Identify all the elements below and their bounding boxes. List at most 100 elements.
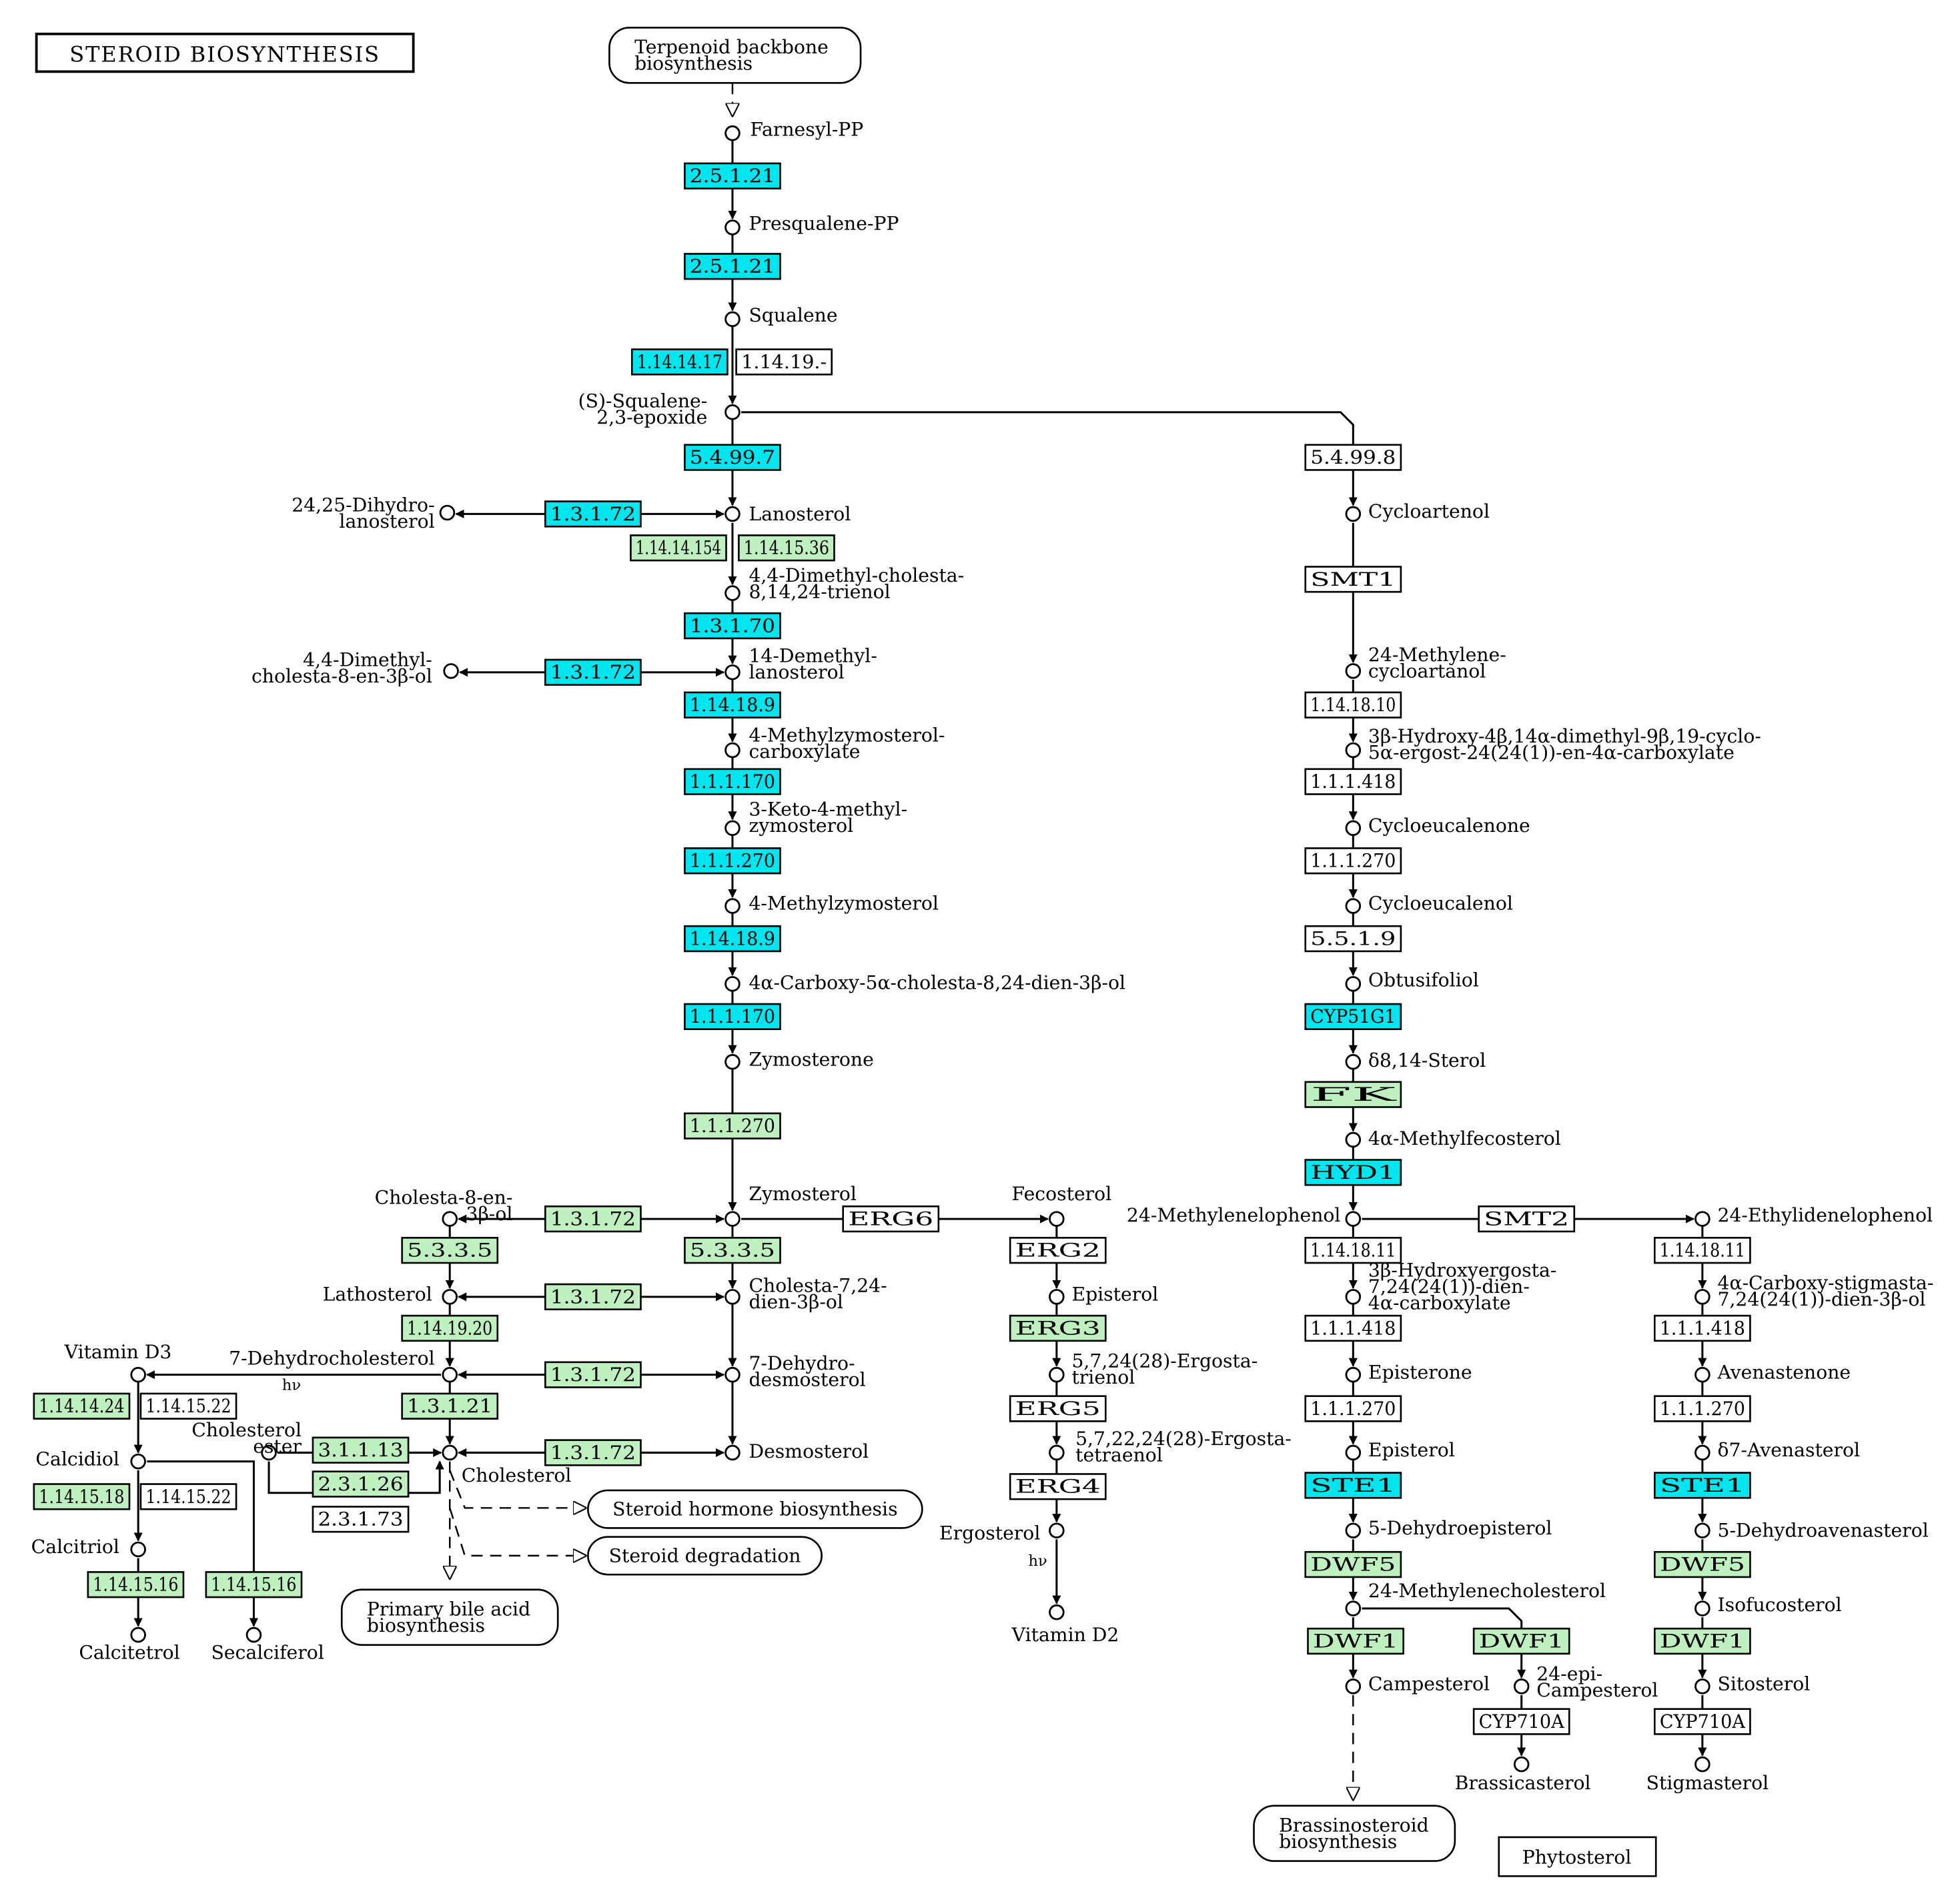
compound-node-icon[interactable] bbox=[1345, 506, 1362, 522]
enzyme-box[interactable] bbox=[1304, 847, 1402, 875]
compound-c41[interactable] bbox=[1345, 1053, 1362, 1070]
enzyme-box[interactable] bbox=[1304, 1237, 1402, 1264]
compound-node-icon[interactable] bbox=[1345, 1366, 1362, 1383]
compound-c43[interactable] bbox=[1345, 1211, 1362, 1227]
compound-node-icon[interactable] bbox=[443, 663, 459, 679]
enzyme-box[interactable] bbox=[842, 1205, 940, 1233]
compound-node-icon[interactable] bbox=[1345, 1289, 1362, 1305]
compound-c12[interactable] bbox=[724, 898, 741, 914]
enzyme-e23[interactable]: 1.3.1.21 bbox=[401, 1392, 499, 1420]
enzyme-e62[interactable]: DWF1 bbox=[1653, 1627, 1751, 1655]
enzyme-e60[interactable]: STE1 bbox=[1653, 1472, 1751, 1499]
enzyme-e47[interactable]: HYD1 bbox=[1304, 1159, 1402, 1186]
compound-node-icon[interactable] bbox=[1345, 1444, 1362, 1461]
compound-c39[interactable] bbox=[1345, 898, 1362, 914]
enzyme-e39[interactable]: 5.4.99.8 bbox=[1304, 444, 1402, 471]
compound-c31[interactable] bbox=[1049, 1366, 1065, 1383]
enzyme-e51[interactable]: 1.1.1.270 bbox=[1304, 1395, 1402, 1422]
compound-node-icon[interactable] bbox=[442, 1211, 458, 1227]
enzyme-e56[interactable]: CYP710A bbox=[1472, 1708, 1570, 1735]
compound-c37[interactable] bbox=[1345, 742, 1362, 759]
compound-c15[interactable] bbox=[724, 1211, 741, 1227]
compound-c24[interactable] bbox=[130, 1366, 146, 1383]
compound-node-icon[interactable] bbox=[1049, 1604, 1065, 1620]
compound-node-icon[interactable] bbox=[724, 125, 741, 141]
compound-c7[interactable] bbox=[724, 585, 741, 601]
enzyme-e42[interactable]: 1.1.1.418 bbox=[1304, 768, 1402, 795]
enzyme-e14[interactable]: 1.14.18.9 bbox=[684, 925, 781, 953]
compound-node-icon[interactable] bbox=[1049, 1289, 1065, 1305]
compound-c46[interactable] bbox=[1694, 1289, 1710, 1305]
enzyme-box[interactable] bbox=[1472, 1708, 1570, 1735]
compound-node-icon[interactable] bbox=[1345, 976, 1362, 992]
enzyme-box[interactable] bbox=[139, 1392, 237, 1420]
compound-c11[interactable] bbox=[724, 820, 741, 837]
compound-c13[interactable] bbox=[724, 976, 741, 992]
enzyme-e29[interactable]: 1.14.15.22 bbox=[139, 1392, 237, 1420]
enzyme-box[interactable] bbox=[684, 847, 781, 875]
compound-node-icon[interactable] bbox=[724, 976, 741, 992]
enzyme-e40[interactable]: SMT1 bbox=[1304, 566, 1402, 593]
enzyme-box[interactable] bbox=[1653, 1627, 1751, 1655]
compound-node-icon[interactable] bbox=[1694, 1679, 1710, 1695]
compound-node-icon[interactable] bbox=[724, 506, 741, 522]
enzyme-e28[interactable]: 1.14.14.24 bbox=[33, 1392, 131, 1420]
enzyme-box[interactable] bbox=[684, 444, 781, 471]
pathway-box[interactable] bbox=[340, 1588, 559, 1646]
enzyme-e54[interactable]: DWF1 bbox=[1307, 1627, 1404, 1655]
enzyme-e15[interactable]: 1.1.1.170 bbox=[684, 1003, 781, 1030]
enzyme-box[interactable] bbox=[544, 1283, 642, 1311]
enzyme-box[interactable] bbox=[1304, 1472, 1402, 1499]
compound-c50[interactable] bbox=[1694, 1444, 1710, 1461]
compound-c32[interactable] bbox=[1049, 1444, 1065, 1461]
compound-c10[interactable] bbox=[724, 742, 741, 759]
enzyme-e6[interactable]: 1.3.1.72 bbox=[544, 500, 642, 528]
compound-c52[interactable] bbox=[1694, 1522, 1710, 1538]
enzyme-box[interactable] bbox=[1478, 1205, 1576, 1233]
enzyme-box[interactable] bbox=[1304, 566, 1402, 593]
enzyme-box[interactable] bbox=[544, 1205, 642, 1233]
compound-c47[interactable] bbox=[1345, 1366, 1362, 1383]
compound-node-icon[interactable] bbox=[724, 585, 741, 601]
compound-node-icon[interactable] bbox=[442, 1444, 458, 1461]
compound-node-icon[interactable] bbox=[1345, 1131, 1362, 1148]
enzyme-box[interactable] bbox=[1304, 1314, 1402, 1342]
enzyme-e34[interactable]: ERG6 bbox=[842, 1205, 940, 1233]
enzyme-e7[interactable]: 1.14.14.154 bbox=[630, 534, 727, 562]
compound-c42[interactable] bbox=[1345, 1131, 1362, 1148]
pathway-box[interactable] bbox=[1253, 1805, 1456, 1862]
compound-node-icon[interactable] bbox=[442, 1289, 458, 1305]
enzyme-box[interactable] bbox=[630, 348, 728, 376]
enzyme-e59[interactable]: 1.1.1.270 bbox=[1653, 1395, 1751, 1422]
compound-node-icon[interactable] bbox=[442, 1366, 458, 1383]
enzyme-box[interactable] bbox=[630, 534, 727, 562]
enzyme-box[interactable] bbox=[401, 1237, 499, 1264]
compound-node-icon[interactable] bbox=[1049, 1366, 1065, 1383]
compound-c48[interactable] bbox=[1694, 1366, 1710, 1383]
enzyme-e25[interactable]: 3.1.1.13 bbox=[312, 1436, 410, 1464]
enzyme-e49[interactable]: 1.14.18.11 bbox=[1304, 1237, 1402, 1264]
compound-c23[interactable] bbox=[261, 1444, 277, 1461]
enzyme-e21[interactable]: 1.14.19.20 bbox=[401, 1314, 499, 1342]
enzyme-e3[interactable]: 1.14.14.17 bbox=[630, 348, 728, 376]
compound-node-icon[interactable] bbox=[1345, 663, 1362, 679]
enzyme-box[interactable] bbox=[1009, 1473, 1107, 1500]
compound-c34[interactable] bbox=[1049, 1604, 1065, 1620]
compound-node-icon[interactable] bbox=[724, 742, 741, 759]
compound-c44[interactable] bbox=[1694, 1211, 1710, 1227]
enzyme-box[interactable] bbox=[684, 612, 781, 640]
compound-node-icon[interactable] bbox=[1049, 1211, 1065, 1227]
enzyme-e33[interactable]: 1.14.15.16 bbox=[205, 1571, 303, 1598]
compound-c25[interactable] bbox=[130, 1453, 146, 1470]
enzyme-box[interactable] bbox=[312, 1506, 410, 1533]
enzyme-e57[interactable]: 1.14.18.11 bbox=[1653, 1237, 1751, 1264]
enzyme-e46[interactable]: FK bbox=[1304, 1081, 1402, 1108]
enzyme-box[interactable] bbox=[1653, 1472, 1751, 1499]
enzyme-e27[interactable]: 2.3.1.73 bbox=[312, 1506, 410, 1533]
enzyme-e61[interactable]: DWF5 bbox=[1653, 1550, 1751, 1578]
compound-node-icon[interactable] bbox=[724, 311, 741, 328]
enzyme-box[interactable] bbox=[1304, 1003, 1402, 1030]
compound-node-icon[interactable] bbox=[1345, 1211, 1362, 1227]
compound-c30[interactable] bbox=[1049, 1289, 1065, 1305]
